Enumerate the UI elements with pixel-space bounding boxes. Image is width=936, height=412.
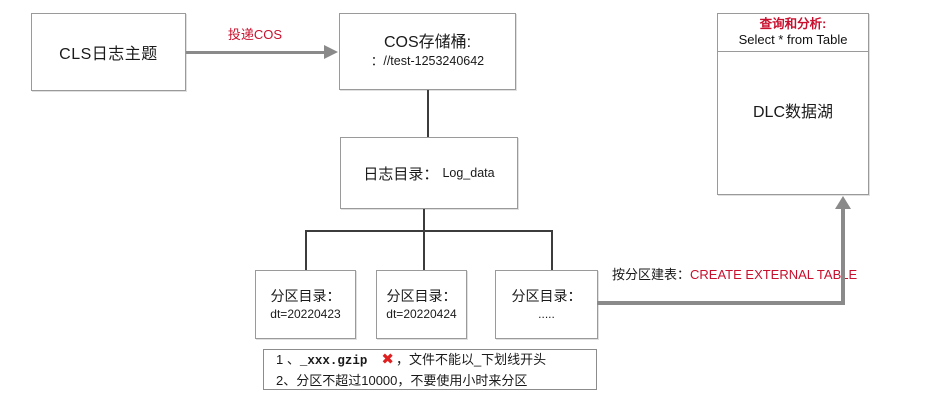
dlc-query-label: 查询和分析: <box>759 17 827 31</box>
create-table-arrow-vertical <box>841 208 845 305</box>
deliver-arrowhead-icon <box>324 45 338 59</box>
logdir-value: Log_data <box>442 166 495 180</box>
connector-logdir-stem <box>423 209 425 231</box>
node-partition-20220424: 分区目录： dt=20220424 <box>376 270 467 339</box>
node-partition-more: 分区目录： ..... <box>495 270 598 339</box>
deliver-arrow-line <box>186 51 326 54</box>
node-dlc-data-lake: 查询和分析: Select * from Table DLC数据湖 <box>717 13 869 195</box>
connector-cos-logdir <box>427 90 429 137</box>
dlc-query-header: 查询和分析: Select * from Table <box>718 14 868 52</box>
partition-title: 分区目录： <box>386 288 457 304</box>
connector-drop-partition-3 <box>551 230 553 270</box>
node-cos-bucket: COS存储桶: ：//test-1253240642 <box>339 13 516 90</box>
dlc-node-label: DLC数据湖 <box>752 104 833 121</box>
connector-drop-partition-1 <box>305 230 307 270</box>
cls-node-label: CLS日志主题 <box>59 46 158 63</box>
node-log-directory: 日志目录： Log_data <box>340 137 518 209</box>
create-table-label-sql: CREATE EXTERNAL TABLE <box>690 267 858 282</box>
note-line1-text: ，文件不能以_下划线开头 <box>395 351 547 367</box>
partition-title: 分区目录： <box>270 288 341 304</box>
partition-value: ..... <box>538 307 555 321</box>
partition-value: dt=20220423 <box>270 307 341 321</box>
node-cls-log-topic: CLS日志主题 <box>31 13 186 91</box>
create-table-arrowhead-icon <box>835 196 851 209</box>
dlc-query-sql: Select * from Table <box>738 32 848 47</box>
connector-tree-horizontal <box>305 230 553 232</box>
notes-box: 1 、_xxx.gzip ✖，文件不能以_下划线开头 2、分区不超过10000，不… <box>263 349 597 390</box>
note-line-2: 2、分区不超过10000，不要使用小时来分区 <box>276 372 528 388</box>
create-table-edge-label: 按分区建表：CREATE EXTERNAL TABLE <box>612 264 857 283</box>
connector-drop-partition-2 <box>423 230 425 270</box>
logdir-title: 日志目录： <box>363 165 439 183</box>
partition-value: dt=20220424 <box>386 307 457 321</box>
node-partition-20220423: 分区目录： dt=20220423 <box>255 270 356 339</box>
note-line-1: 1 、_xxx.gzip ✖，文件不能以_下划线开头 <box>276 350 546 371</box>
partition-title: 分区目录： <box>511 288 582 304</box>
deliver-cos-edge-label: 投递COS <box>227 27 283 42</box>
create-table-label-prefix: 按分区建表： <box>612 267 691 282</box>
create-table-arrow-horizontal <box>597 301 845 305</box>
note-line1-number: 1 、 <box>276 351 300 367</box>
note-line1-filename: _xxx.gzip <box>299 353 368 368</box>
cos-bucket-path: ：//test-1253240642 <box>370 54 485 68</box>
cos-node-title: COS存储桶: <box>383 34 472 51</box>
error-x-icon: ✖ <box>381 350 394 368</box>
